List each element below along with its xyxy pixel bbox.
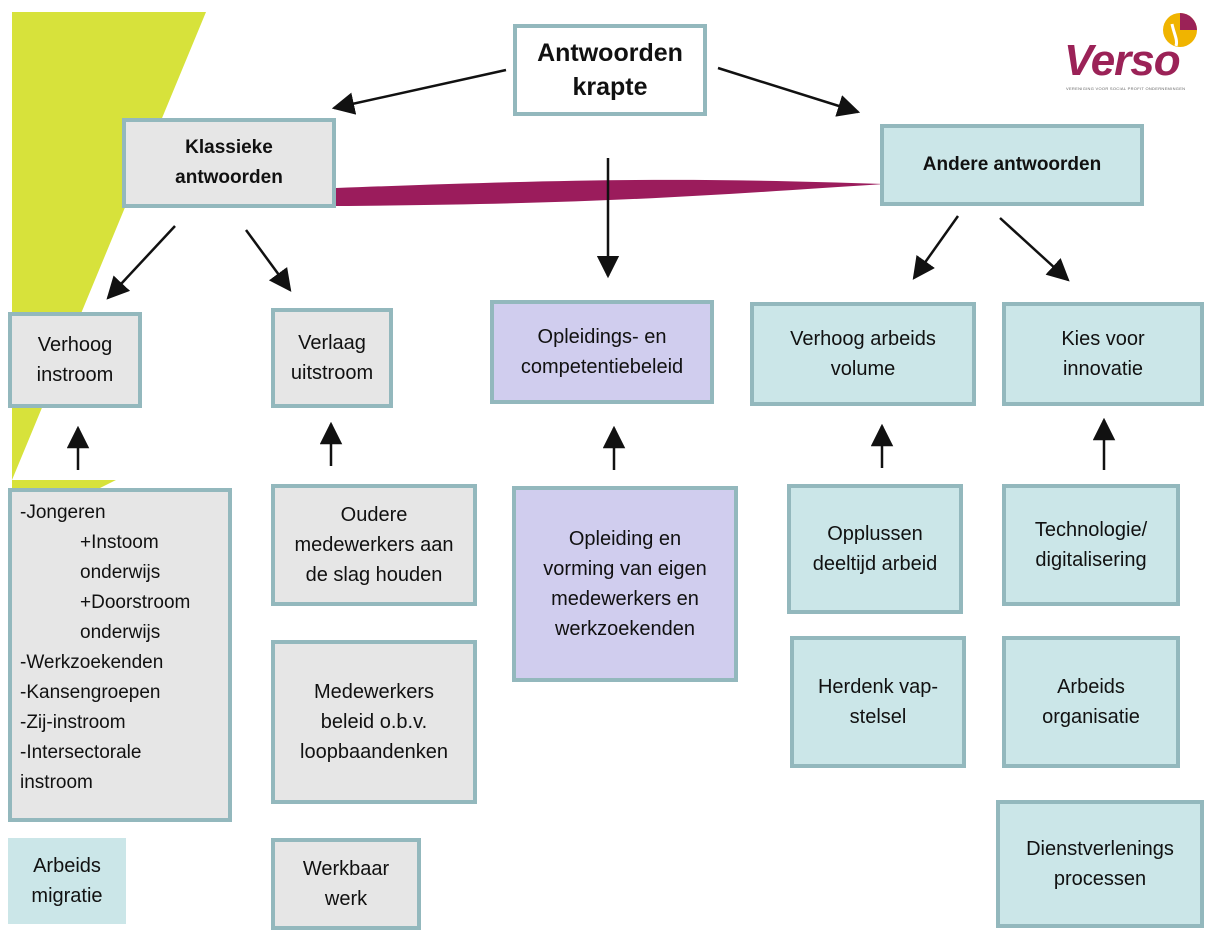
arrow-other-to-volume — [912, 215, 960, 280]
root-box: Antwoorden krapte — [513, 24, 707, 116]
arbeids-migratie-label: Arbeids migratie — [31, 855, 103, 907]
uitstroom-item-label: Oudere medewerkers aan de slag houden — [294, 504, 454, 586]
instroom-head-label: Verhoog instroom — [36, 334, 114, 386]
list-item: -Zij-instroom — [20, 712, 126, 733]
instroom-list: -Jongeren +Instoom onderwijs +Doorstroom… — [20, 498, 190, 798]
list-item: +Doorstroom — [80, 592, 191, 613]
uitstroom-item-box: Werkbaar werk — [271, 838, 421, 930]
classic-answers-label: Klassieke antwoorden — [175, 137, 283, 188]
volume-item-box: Opplussen deeltijd arbeid — [787, 484, 963, 614]
classic-answers-box: Klassieke antwoorden — [122, 118, 336, 208]
uitstroom-head-box: Verlaag uitstroom — [271, 308, 393, 408]
opleiding-item-box: Opleiding en vorming van eigen medewerke… — [512, 486, 738, 682]
innovatie-head-label: Kies voor innovatie — [1061, 328, 1145, 380]
list-item: -Intersectorale — [20, 742, 142, 763]
other-answers-box: Andere antwoorden — [880, 124, 1144, 206]
volume-item-label: Opplussen deeltijd arbeid — [812, 523, 938, 575]
opleiding-head-label: Opleidings- en competentiebeleid — [520, 326, 684, 378]
innovatie-head-box: Kies voor innovatie — [1002, 302, 1204, 406]
volume-item-box: Herdenk vap- stelsel — [790, 636, 966, 768]
list-item: instroom — [20, 772, 93, 793]
yellow-accent-shape — [12, 12, 206, 490]
instroom-head-box: Verhoog instroom — [8, 312, 142, 408]
uitstroom-item-box: Medewerkers beleid o.b.v. loopbaandenken — [271, 640, 477, 804]
uitstroom-item-label: Werkbaar werk — [302, 858, 390, 910]
list-item: -Jongeren — [20, 502, 106, 523]
magenta-connector-bar — [336, 179, 884, 206]
arrow-root-to-other — [717, 66, 861, 117]
innovatie-item-label: Technologie/ digitalisering — [1034, 519, 1148, 571]
arbeids-migratie-box: Arbeids migratie — [8, 838, 126, 924]
uitstroom-item-box: Oudere medewerkers aan de slag houden — [271, 484, 477, 606]
arrow-other-to-innovatie — [999, 217, 1070, 282]
uitstroom-item-label: Medewerkers beleid o.b.v. loopbaandenken — [300, 681, 448, 763]
list-item: onderwijs — [80, 562, 161, 583]
list-item: -Werkzoekenden — [20, 652, 164, 673]
verso-logo: Verso VERENIGING VOOR SOCIAL PROFIT ONDE… — [1064, 10, 1204, 100]
verso-globe-icon — [1163, 13, 1197, 47]
other-answers-label: Andere antwoorden — [922, 154, 1102, 175]
instroom-list-box: -Jongeren +Instoom onderwijs +Doorstroom… — [8, 488, 232, 822]
opleiding-head-box: Opleidings- en competentiebeleid — [490, 300, 714, 404]
volume-item-label: Herdenk vap- stelsel — [817, 676, 939, 728]
volume-head-box: Verhoog arbeids volume — [750, 302, 976, 406]
volume-head-label: Verhoog arbeids volume — [790, 328, 936, 380]
innovatie-item-box: Technologie/ digitalisering — [1002, 484, 1180, 606]
arrow-root-to-classic — [331, 68, 507, 115]
logo-wordmark: Verso — [1064, 36, 1181, 85]
logo-tagline: VERENIGING VOOR SOCIAL PROFIT ONDERNEMIN… — [1066, 86, 1186, 91]
uitstroom-head-label: Verlaag uitstroom — [290, 332, 374, 384]
innovatie-item-label: Arbeids organisatie — [1042, 676, 1140, 728]
arrow-classic-to-uitstroom — [244, 229, 292, 292]
root-label: Antwoorden krapte — [537, 39, 683, 101]
innovatie-item-box: Arbeids organisatie — [1002, 636, 1180, 768]
list-item: +Instoom — [80, 532, 159, 553]
list-item: -Kansengroepen — [20, 682, 161, 703]
innovatie-item-label: Dienstverlenings processen — [1026, 838, 1174, 890]
innovatie-item-box: Dienstverlenings processen — [996, 800, 1204, 928]
arrow-classic-to-instroom — [106, 225, 176, 300]
list-item: onderwijs — [80, 622, 161, 643]
opleiding-item-label: Opleiding en vorming van eigen medewerke… — [543, 528, 707, 640]
